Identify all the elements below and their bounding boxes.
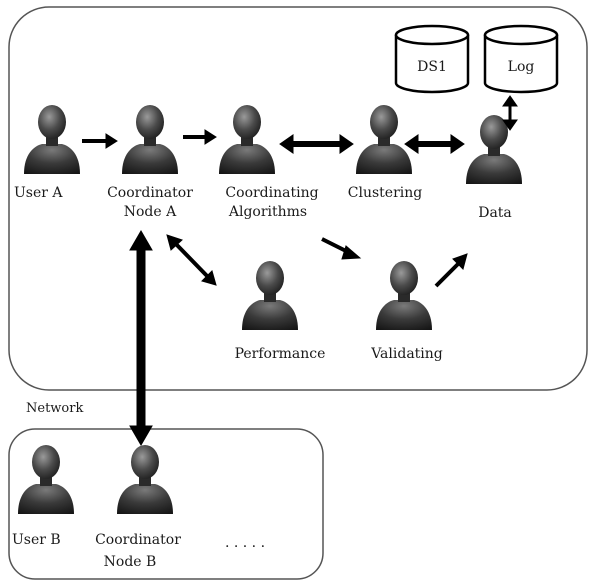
coordinator-node-a-label-1: Coordinator [107,185,193,201]
performance-label: Performance [235,346,326,362]
arrows [82,95,518,446]
algorithms-label-2: Algorithms [228,204,307,220]
lower-system-boundary [8,428,324,580]
algorithms-icon [219,105,275,174]
clustering-icon [356,105,412,174]
database-ds1-label: DS1 [417,59,447,75]
coordinator-node-a-label-2: Node A [124,204,177,220]
network-label: Network [26,401,83,416]
user-b-label: User B [12,532,61,548]
user-a-icon [24,105,80,174]
database-log-label: Log [508,59,535,75]
clustering-label: Clustering [348,185,422,201]
coordinator-node-b-label-1: Coordinator [95,532,181,548]
database-ds1: DS1 [394,24,470,94]
upper-system-boundary [8,6,588,391]
user-b-icon [18,445,74,514]
coordinator-node-b-label-2: Node B [104,554,157,570]
coordinator-node-b-icon [117,445,173,514]
user-a-label: User A [14,185,63,201]
data-label: Data [478,205,512,221]
validating-label: Validating [370,346,443,362]
performance-icon [242,261,298,330]
algorithms-label-1: Coordinating [225,185,318,201]
coordinator-node-a-icon [122,105,178,174]
ellipsis-label: . . . . . [225,535,265,551]
validating-icon [376,261,432,330]
database-log: Log [483,24,559,94]
